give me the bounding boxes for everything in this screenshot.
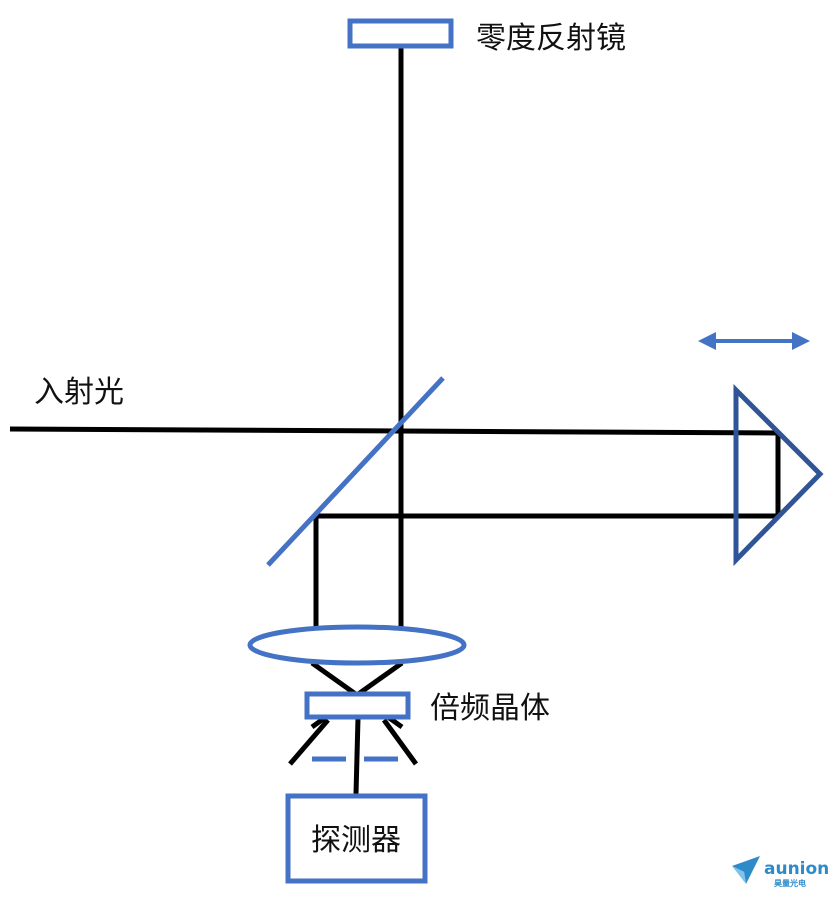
- beam-out-left: [288, 718, 330, 766]
- beam-to-detector: [353, 717, 361, 795]
- beam-to-prism-upper: [399, 428, 781, 436]
- label-doubling-crystal: 倍频晶体: [430, 691, 550, 726]
- logo-sub-text: 昊量光电: [774, 878, 806, 888]
- label-incident-light: 入射光: [34, 375, 124, 410]
- zero-degree-mirror: [347, 18, 454, 49]
- beam-paths: [9, 48, 781, 795]
- retro-prism: [733, 383, 824, 567]
- brand-logo: aunion 昊量光电: [732, 856, 829, 888]
- label-detector: 探测器: [311, 823, 401, 858]
- detector-box: [285, 793, 428, 884]
- beam-incident: [9, 426, 401, 434]
- double-arrow-icon: [698, 332, 810, 350]
- beam-splitter: [266, 376, 445, 567]
- focusing-lens: [247, 624, 467, 666]
- beam-out-right: [381, 718, 419, 766]
- label-zero-degree-mirror: 零度反射镜: [476, 21, 626, 56]
- logo-brand-text: aunion: [764, 859, 829, 879]
- paper-plane-icon: [732, 856, 760, 884]
- frequency-doubling-crystal: [304, 691, 411, 720]
